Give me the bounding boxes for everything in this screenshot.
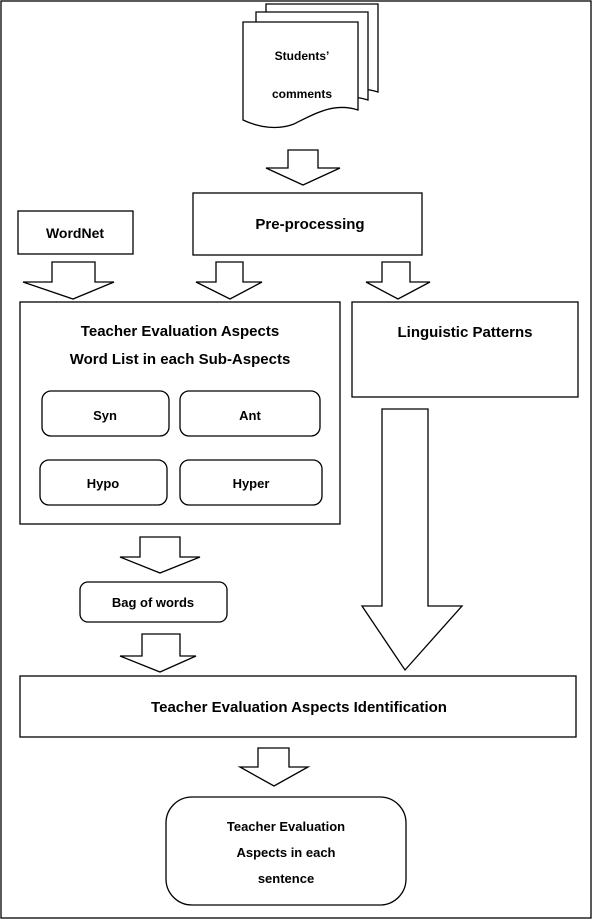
students-comments-label-line2: comments <box>272 87 332 101</box>
linguistic-patterns-label: Linguistic Patterns <box>397 324 532 341</box>
aspects-wordlist-title-line1: Teacher Evaluation Aspects <box>81 323 279 340</box>
aspects-wordlist-title-line2: Word List in each Sub-Aspects <box>70 351 291 368</box>
hypo-box <box>39 459 168 506</box>
output-label-line2: Aspects in each <box>237 845 336 860</box>
identification-label: Teacher Evaluation Aspects Identificatio… <box>151 699 447 716</box>
output-label-line1: Teacher Evaluation <box>227 819 345 834</box>
students-comments-label-line1: Students’ <box>275 49 330 63</box>
syn-box <box>41 390 170 437</box>
ant-box <box>179 390 321 437</box>
output-box <box>165 796 407 906</box>
hypo-label: Hypo <box>87 476 120 491</box>
preprocessing-box <box>192 192 423 256</box>
ant-label: Ant <box>239 408 261 423</box>
arrow-aspects-to-bag-of-words <box>119 536 201 574</box>
arrow-identification-to-output <box>237 747 311 787</box>
bag-of-words-box <box>79 581 228 623</box>
identification-box <box>19 675 577 738</box>
arrow-preprocessing-to-aspects <box>195 261 263 300</box>
arrow-bag-of-words-to-identification <box>119 633 197 673</box>
arrow-linguistic-to-identification <box>360 408 464 672</box>
preprocessing-label: Pre-processing <box>255 216 364 233</box>
output-label-line3: sentence <box>258 871 314 886</box>
students-comments-document-stack: Students’ comments <box>242 3 379 129</box>
arrow-wordnet-to-aspects <box>22 261 115 300</box>
bag-of-words-label: Bag of words <box>112 595 194 610</box>
hyper-box <box>179 459 323 506</box>
wordnet-label: WordNet <box>46 225 104 241</box>
hyper-label: Hyper <box>233 476 270 491</box>
syn-label: Syn <box>93 408 117 423</box>
linguistic-patterns-box <box>351 301 579 398</box>
wordnet-box <box>17 210 134 255</box>
arrow-preprocessing-to-linguistic <box>365 261 431 300</box>
arrow-comments-to-preprocessing <box>265 149 341 186</box>
